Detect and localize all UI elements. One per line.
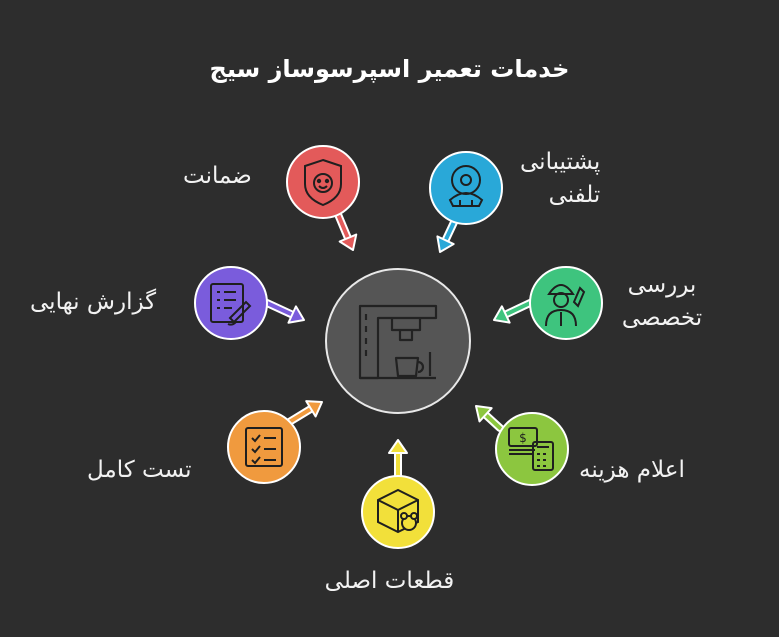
label-warranty: ضمانت [183,163,252,189]
label-full-test: تست کامل [87,457,192,483]
arrow-original-parts [388,439,408,480]
label-expert-inspection: بررسی تخصصی [621,272,703,331]
arrow-final-report [263,299,305,324]
label-cost-notice: اعلام هزینه [579,457,685,483]
parts-box-icon [377,488,419,534]
technician-icon [545,284,586,327]
node-full-test [227,410,301,484]
arrow-expert-inspection [493,299,534,324]
checklist-icon [245,427,283,467]
money-calculator-icon: $ [508,427,554,471]
svg-text:$: $ [519,431,527,445]
page-title: خدمات تعمیر اسپرسوساز سیج [209,55,570,83]
center-hub [325,268,471,414]
node-phone-support [429,151,503,225]
label-phone-support: پشتیبانی تلفنی [520,149,601,208]
label-original-parts: قطعات اصلی [324,568,455,594]
arrow-phone-support [436,214,460,253]
report-pen-icon [210,283,252,326]
node-warranty [286,145,360,219]
node-cost-notice: $ [495,412,569,486]
espresso-machine-icon [358,304,438,380]
node-original-parts [361,475,435,549]
phone-support-icon [448,165,484,207]
arrow-cost-notice [475,405,504,432]
node-expert-inspection [529,266,603,340]
label-final-report: گزارش نهایی [30,289,157,315]
arrows [263,208,534,480]
node-final-report [194,266,268,340]
arrow-warranty [333,208,358,251]
shield-face-icon [304,158,342,207]
arrow-full-test [282,400,323,428]
